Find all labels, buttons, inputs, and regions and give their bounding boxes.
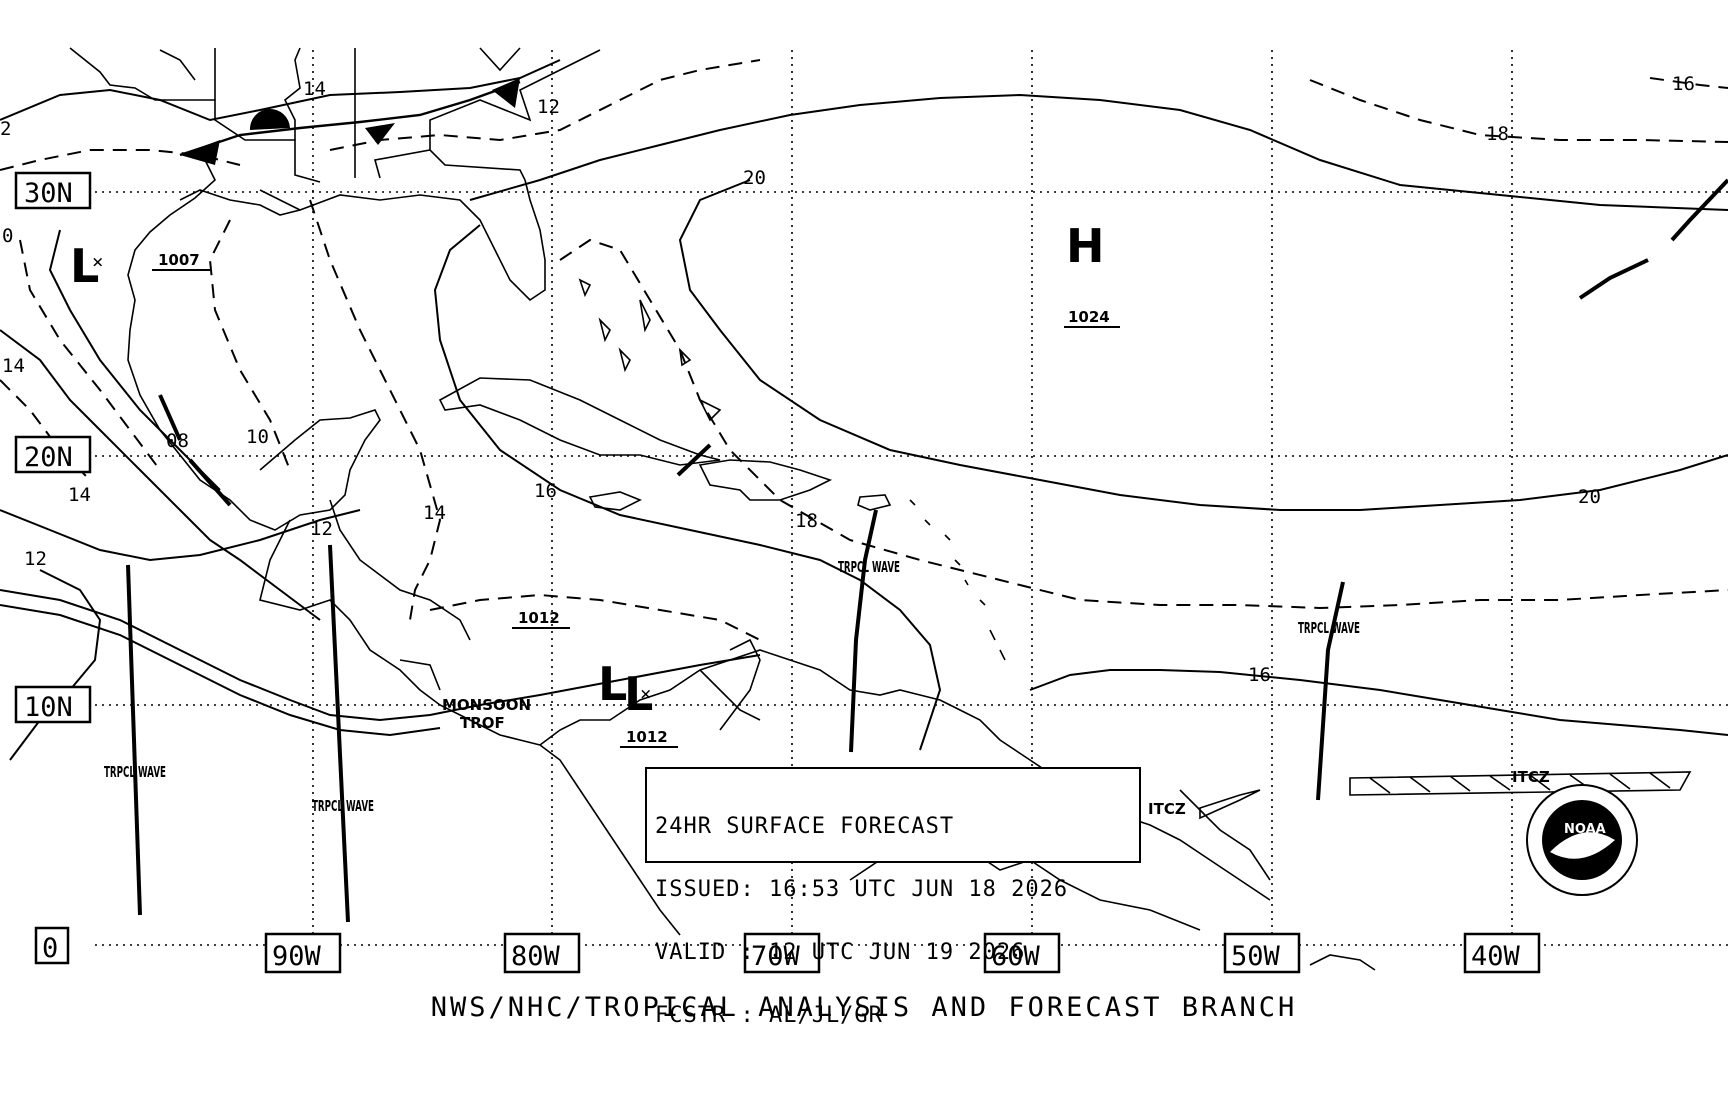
isobar-label: 20 (743, 167, 766, 189)
tropical-wave-label: TRPCL WAVE (838, 558, 900, 576)
itcz-label: ITCZ (1512, 768, 1550, 786)
isobar-label: 20 (1578, 486, 1601, 508)
isobars (0, 59, 1728, 761)
isobar-label: 18 (1486, 123, 1509, 145)
isobar-label: 12 (24, 548, 47, 570)
isobar-label: 2 (0, 118, 11, 140)
low-pressure-symbol: L (624, 667, 653, 721)
isobar-label: 18 (795, 510, 818, 532)
lat-label-0: 0 (42, 933, 58, 964)
low-pressure-value: 1007 (158, 251, 200, 269)
isobar-label: 08 (166, 430, 189, 452)
frontal-boundary (179, 78, 521, 165)
high-pressure-value: 1024 (1068, 308, 1110, 326)
low-pressure-value: 1012 (518, 609, 560, 627)
tropical-wave-label: TRPCL WAVE (1298, 619, 1360, 637)
noaa-logo: NOAA (1526, 784, 1638, 896)
lon-label-40w: 40W (1471, 941, 1521, 972)
lat-label-10n: 10N (24, 692, 73, 723)
isobar-label: 12 (310, 518, 333, 540)
latitude-labels: 30N 20N 10N 0 (14, 171, 92, 965)
lon-label-90w: 90W (272, 941, 322, 972)
lon-label-70w: 70W (751, 941, 801, 972)
lon-label-60w: 60W (991, 941, 1041, 972)
pressure-centers: H 1024 L × 1007 L L × 1012 1012 (70, 219, 1120, 748)
feature-labels: TRPCL WAVE TRPCL WAVE TRPCL WAVE TRPCL W… (104, 558, 1550, 818)
tropical-waves (126, 178, 1728, 923)
longitude-labels: 90W 80W 70W 60W 50W 40W (264, 932, 1541, 974)
tropical-wave-label: TRPCL WAVE (104, 763, 166, 781)
forecast-forecasters: FCSTR : AL/JL/GR (655, 1003, 883, 1028)
lon-label-80w: 80W (511, 941, 561, 972)
isobar-label: 14 (303, 78, 326, 100)
tropical-wave-label: TRPCL WAVE (312, 797, 374, 815)
forecast-issued: ISSUED: 16:53 UTC JUN 18 2026 (655, 877, 1069, 902)
isobar-label: 12 (537, 96, 560, 118)
monsoon-trough-label-2: TROF (460, 714, 505, 732)
lat-label-30n: 30N (24, 178, 73, 209)
low-pressure-symbol: L (70, 239, 99, 293)
isobar-label: 14 (68, 484, 91, 506)
footer-credit: NWS/NHC/TROPICAL ANALYSIS AND FORECAST B… (430, 992, 1298, 1023)
itcz-label: ITCZ (1148, 800, 1186, 818)
low-pressure-value: 1012 (626, 728, 668, 746)
isobar-label: 14 (2, 355, 25, 377)
high-pressure-symbol: H (1066, 219, 1105, 273)
isobar-label: 10 (246, 426, 269, 448)
isobar-label: 16 (1672, 73, 1695, 95)
monsoon-trough-label: MONSOON (442, 696, 531, 714)
isobar-label: 14 (423, 502, 446, 524)
itcz-bands (1199, 771, 1692, 820)
lat-label-20n: 20N (24, 442, 73, 473)
isobar-labels: 14 12 20 18 16 2 0 14 08 10 14 14 16 18 … (0, 73, 1695, 686)
isobar-label: 16 (1248, 664, 1271, 686)
noaa-logo-text: NOAA (1564, 822, 1606, 837)
low-center-marker: × (92, 251, 103, 273)
forecast-info-box: 24HR SURFACE FORECAST ISSUED: 16:53 UTC … (645, 767, 1141, 1027)
low-center-marker: × (640, 683, 651, 705)
forecast-valid: VALID : 12 UTC JUN 19 2026 (655, 940, 1026, 965)
lon-label-50w: 50W (1231, 941, 1281, 972)
forecast-title: 24HR SURFACE FORECAST (655, 814, 955, 839)
isobar-label: 16 (534, 480, 557, 502)
low-pressure-symbol: L (598, 657, 627, 711)
lat-lon-grid (95, 50, 1728, 946)
coastlines (69, 47, 1376, 971)
isobar-label: 0 (2, 225, 13, 247)
